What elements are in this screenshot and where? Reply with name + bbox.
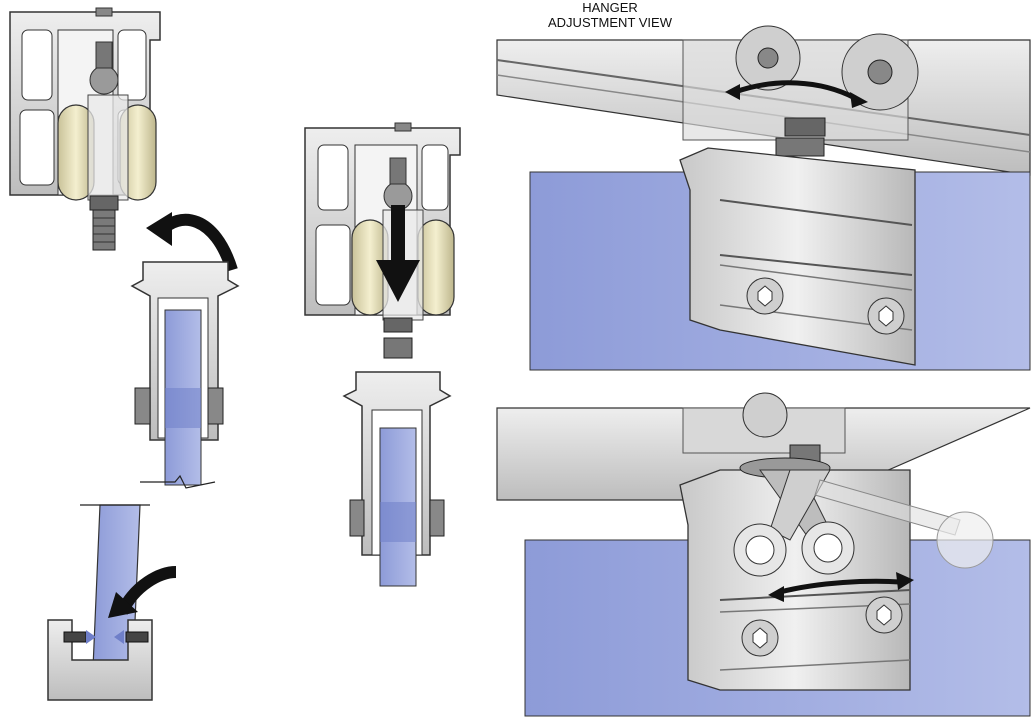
curved-arrow-icon [108, 566, 177, 618]
caption-line-1: HANGER [582, 0, 638, 15]
wrench-icon [733, 469, 994, 577]
right-top-track-view [496, 25, 1031, 176]
left-glass-channel [47, 504, 153, 701]
hex-screw-icon [865, 596, 903, 634]
right-bottom-track-view [496, 392, 1031, 501]
curved-arrow-icon [768, 572, 914, 602]
middle-hanger-bracket [342, 371, 452, 587]
right-bottom-bracket [524, 457, 1031, 717]
hanger-adjustment-caption: HANGER ADJUSTMENT VIEW [500, 0, 720, 30]
hex-screw-icon [741, 619, 779, 657]
down-arrow-icon [376, 205, 420, 302]
middle-trolley-rollers [351, 157, 455, 359]
curved-arrow-icon [725, 80, 868, 108]
hex-screw-icon [746, 277, 784, 315]
left-trolley-rollers [57, 94, 157, 201]
hex-screw-icon [867, 297, 905, 335]
left-hanger-bolt [89, 41, 119, 251]
left-hanger-bracket [130, 261, 240, 489]
curved-arrow-icon [146, 212, 238, 272]
caption-line-2: ADJUSTMENT VIEW [548, 15, 672, 30]
right-top-bracket [529, 147, 1031, 371]
